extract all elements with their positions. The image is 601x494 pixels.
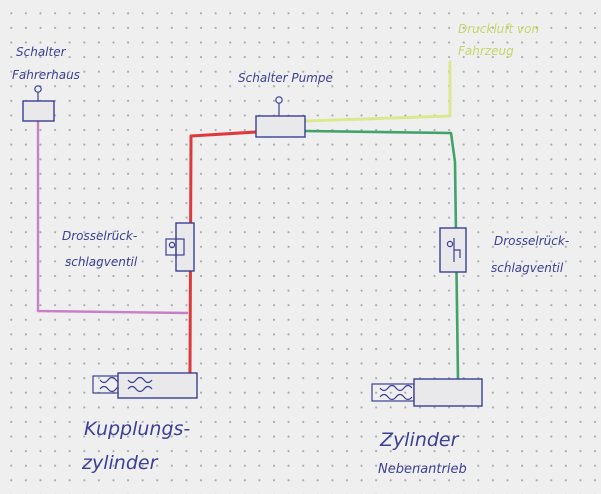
- label-valve-right-1: Drosselrück-: [494, 234, 569, 248]
- label-clutch-cylinder-2: zylinder: [81, 452, 159, 474]
- line-yellow-air-supply: [304, 60, 452, 123]
- label-valve-left-1: Drosselrück-: [62, 229, 137, 243]
- label-pto-cylinder-2: Nebenantrieb: [378, 462, 467, 477]
- label-switch-cab-1: Schalter: [16, 45, 67, 59]
- label-air-supply-2: Fahrzeug: [458, 44, 514, 58]
- line-purple-cab-switch: [36, 120, 189, 315]
- line-green-pto: [304, 129, 460, 382]
- label-switch-pump: Schalter Pumpe: [238, 71, 333, 85]
- throttle-valve-left-icon: [165, 222, 195, 272]
- throttle-valve-right-icon: [439, 227, 467, 273]
- switch-cab-icon: [22, 85, 55, 122]
- pto-cylinder-icon: [371, 378, 483, 407]
- switch-pump-icon: [255, 96, 306, 138]
- clutch-cylinder-icon: [92, 372, 198, 399]
- line-red-clutch: [188, 130, 258, 375]
- label-valve-left-2: schlagventil: [65, 255, 138, 269]
- label-clutch-cylinder-1: Kupplungs-: [84, 418, 190, 440]
- label-switch-cab-2: Fahrerhaus: [12, 68, 80, 82]
- label-pto-cylinder-1: Zylinder: [379, 429, 460, 451]
- label-air-supply-1: Druckluft von: [458, 22, 539, 36]
- label-valve-right-2: schlagventil: [491, 261, 564, 275]
